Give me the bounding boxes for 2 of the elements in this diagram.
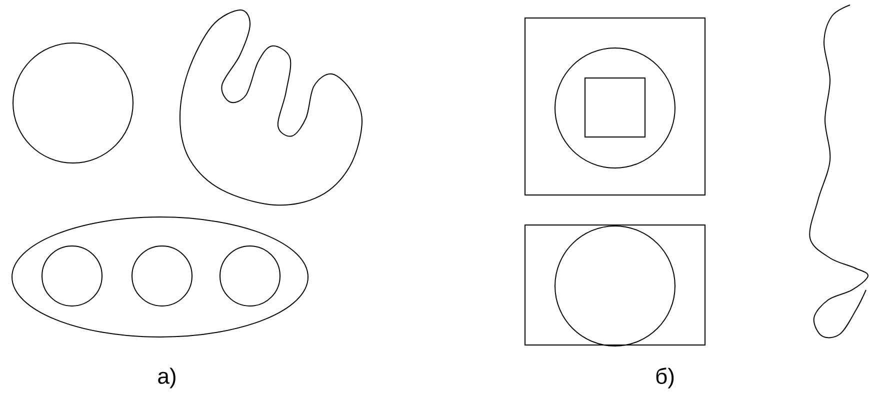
- panel-label: а): [158, 368, 176, 388]
- panel-label: б): [656, 368, 674, 388]
